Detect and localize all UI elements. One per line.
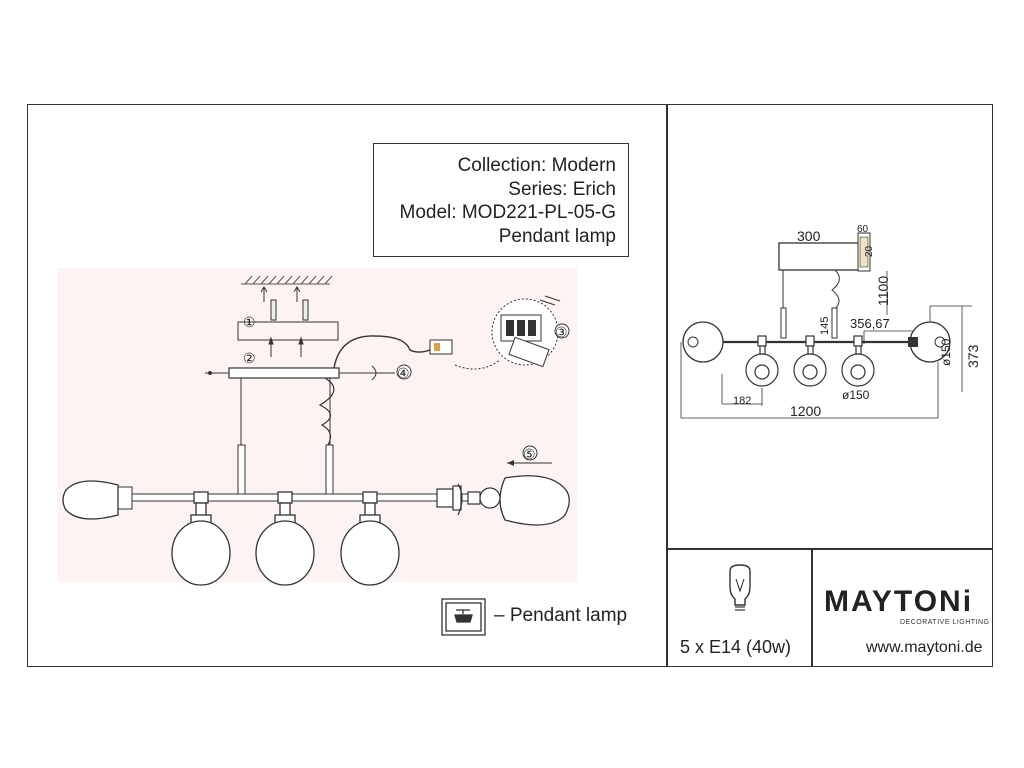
- step-1-marker: ①: [243, 314, 256, 330]
- shade-dia-bottom-label: ø150: [842, 388, 870, 402]
- website-link[interactable]: www.maytoni.de: [866, 639, 983, 656]
- plan-shade-1: [745, 335, 779, 387]
- step-3-circle: [554, 323, 570, 339]
- arm-label: 356,67: [850, 316, 890, 331]
- canopy-height-label: 60: [857, 224, 869, 235]
- down-shade-1: [171, 491, 231, 586]
- step-3-marker: ③: [555, 324, 568, 340]
- right-end-shade: [499, 475, 570, 526]
- step-4-marker: ④: [397, 365, 410, 381]
- step-5-marker: ⑤: [523, 446, 536, 462]
- collection-text: Collection: Modern: [457, 155, 616, 176]
- spacing-label: 182: [733, 395, 751, 407]
- height-label: 373: [965, 344, 981, 368]
- down-shade-3: [340, 491, 400, 586]
- series-text: Series: Erich: [508, 178, 616, 200]
- model-text: Model: MOD221-PL-05-G: [399, 202, 616, 223]
- canopy-width-label: 300: [797, 228, 821, 244]
- canopy: [778, 242, 866, 271]
- length-label: 1200: [790, 403, 821, 419]
- step-4-circle: [396, 364, 412, 380]
- legend-label: – Pendant lamp: [494, 605, 628, 626]
- down-shade-2: [255, 491, 315, 586]
- divider-vertical-main: [666, 104, 668, 667]
- divider-vertical-footer: [811, 548, 813, 667]
- bulb-icon: [729, 564, 751, 611]
- wall-anchors: [260, 286, 309, 321]
- bulb-spec: 5 x E14 (40w): [680, 637, 792, 657]
- brand-logo: MAYTONi: [824, 585, 974, 618]
- coiled-cable: [318, 377, 335, 446]
- right-end-socket: [436, 483, 501, 516]
- step-1-bracket: [237, 321, 339, 341]
- drawing-background: [57, 268, 577, 582]
- drawing-frame: [27, 104, 993, 667]
- drop-label: 1100: [875, 276, 891, 306]
- brand-tagline: DECORATIVE LIGHTING: [900, 619, 990, 626]
- step-5-circle: [522, 445, 538, 461]
- rod-label: 145: [819, 317, 831, 335]
- pendant-legend-icon: [441, 598, 486, 636]
- type-text: Pendant lamp: [498, 225, 616, 247]
- shade-dia-right-label: ø150: [939, 338, 953, 366]
- left-end-shade-plan: [682, 321, 724, 363]
- plan-shade-2: [793, 335, 827, 387]
- canopy-depth-label: 20: [864, 245, 875, 257]
- plan-shade-3: [841, 335, 875, 387]
- step-2-marker: ②: [243, 350, 256, 366]
- ceiling-hatch: [241, 275, 333, 285]
- divider-horizontal-right: [666, 548, 993, 550]
- supply-wire: [333, 335, 436, 369]
- left-end-shade: [62, 480, 119, 520]
- product-info-box: Collection: Modern Series: Erich Model: …: [373, 143, 629, 257]
- screws: [268, 336, 304, 357]
